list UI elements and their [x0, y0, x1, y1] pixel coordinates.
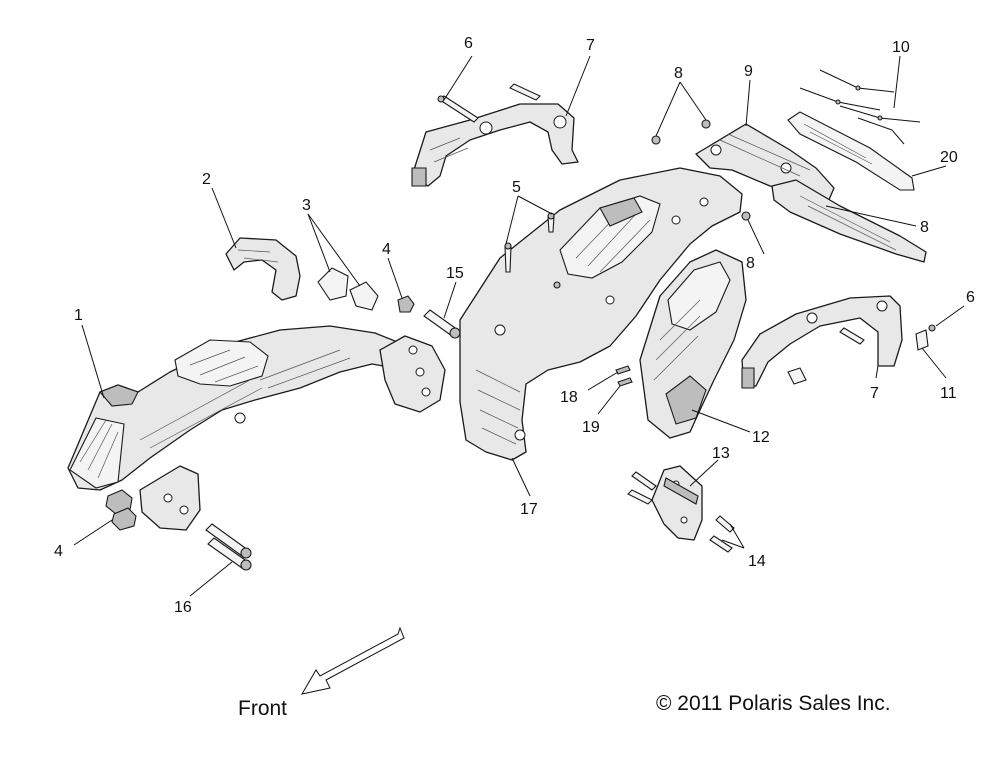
- callout-16: 16: [174, 599, 192, 616]
- front-direction-arrow-icon: [300, 626, 405, 695]
- pin-18: [615, 365, 631, 375]
- mount-plate-13: [651, 465, 703, 541]
- leader-lines: [73, 55, 965, 597]
- callout-6-upper: 6: [464, 35, 473, 52]
- callout-labels: 1 2 3 4 4 5 6 6 7 7 8 8 8 9 10 11 12 13 …: [54, 35, 975, 616]
- callout-15: 15: [446, 265, 464, 282]
- callout-3: 3: [302, 197, 311, 214]
- bolt-set-14: [627, 471, 735, 553]
- callout-8-right: 8: [920, 219, 929, 236]
- pin-19: [617, 377, 633, 387]
- callout-14: 14: [748, 553, 766, 570]
- strap-bracket: [225, 237, 301, 301]
- callout-10: 10: [892, 39, 910, 56]
- callout-19: 19: [582, 419, 600, 436]
- callout-8-upper: 8: [674, 65, 683, 82]
- bolt-6-right: [839, 324, 936, 345]
- callout-20: 20: [940, 149, 958, 166]
- inner-shroud-12: [639, 249, 747, 439]
- callout-7-right: 7: [870, 385, 879, 402]
- callout-11: 11: [940, 385, 957, 402]
- bolt-6-upper: [437, 83, 541, 123]
- pin-pair: [205, 523, 252, 571]
- front-label: Front: [238, 697, 287, 720]
- bolt-15: [423, 309, 461, 339]
- plate-11: [915, 329, 929, 351]
- front-frame-assembly: [67, 325, 446, 531]
- bolt-pair-5: [504, 212, 561, 289]
- wire-harness-10: [799, 69, 921, 145]
- callout-2: 2: [202, 171, 211, 188]
- rail-20: [787, 111, 915, 191]
- callout-4-upper: 4: [382, 241, 391, 258]
- clip-pair: [317, 267, 379, 311]
- callout-13: 13: [712, 445, 730, 462]
- upper-bracket-7: [411, 103, 579, 187]
- nut-stack-lower: [105, 489, 137, 531]
- callout-9: 9: [744, 63, 753, 80]
- callout-4-lower: 4: [54, 543, 63, 560]
- main-frame-center: [459, 167, 743, 461]
- callout-17: 17: [520, 501, 538, 518]
- callout-8-mid: 8: [746, 255, 755, 272]
- rail-8-lower: [771, 179, 927, 263]
- callout-1: 1: [74, 307, 83, 324]
- callout-12: 12: [752, 429, 770, 446]
- callout-5: 5: [512, 179, 521, 196]
- callout-6-right: 6: [966, 289, 975, 306]
- nut-upper: [397, 295, 415, 313]
- right-bracket-7: [741, 295, 903, 389]
- copyright-text: © 2011 Polaris Sales Inc.: [656, 692, 891, 715]
- callout-18: 18: [560, 389, 578, 406]
- callout-7-upper: 7: [586, 37, 595, 54]
